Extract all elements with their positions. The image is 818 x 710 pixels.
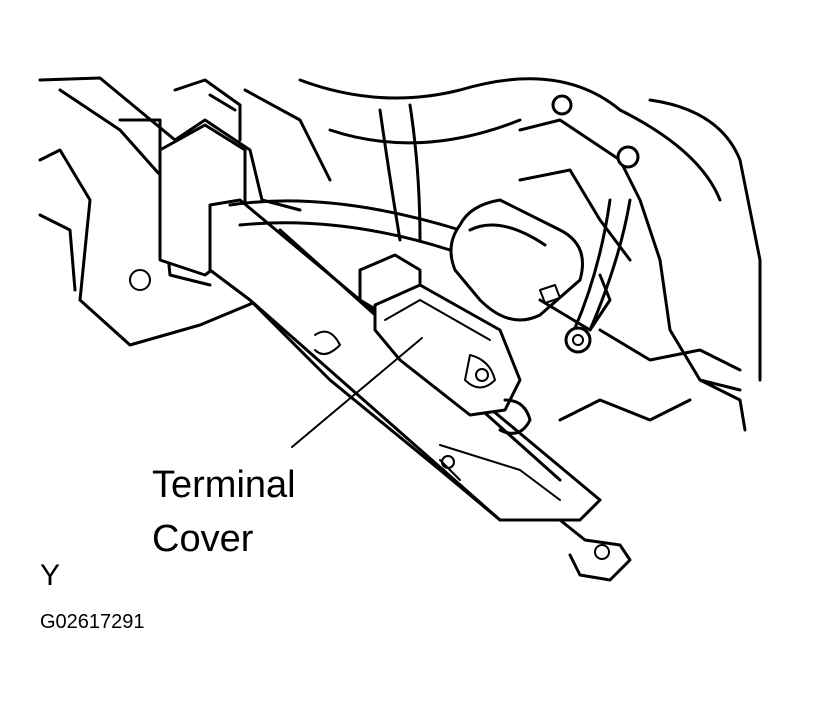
sensor-body [449, 198, 612, 332]
bolt-icon [551, 94, 573, 116]
right-frame [518, 94, 762, 432]
wire-harness [228, 77, 722, 252]
callout-leader-line [291, 337, 423, 448]
mounting-base-plate [38, 76, 302, 347]
bolt-icon [616, 145, 640, 169]
view-letter: Y [40, 559, 61, 592]
callout-label-terminal: Terminal [152, 464, 296, 506]
terminal-connector [358, 253, 532, 435]
callout-label-cover: Cover [152, 518, 254, 560]
terminal-cover [373, 283, 522, 417]
ground-terminal-icon [564, 326, 592, 354]
figure-code: G02617291 [40, 611, 145, 633]
